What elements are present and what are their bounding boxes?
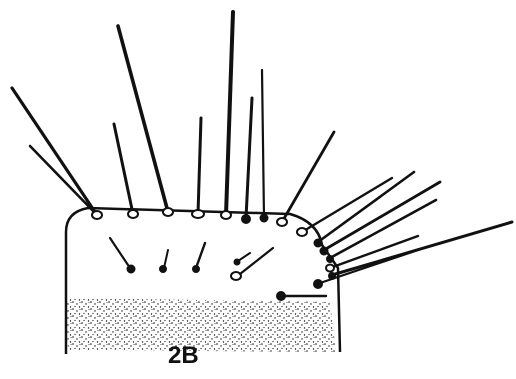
long-setae — [12, 12, 512, 283]
filled-sockets — [241, 214, 336, 290]
figure-label: 2B — [168, 343, 228, 369]
short-setae — [110, 238, 326, 301]
